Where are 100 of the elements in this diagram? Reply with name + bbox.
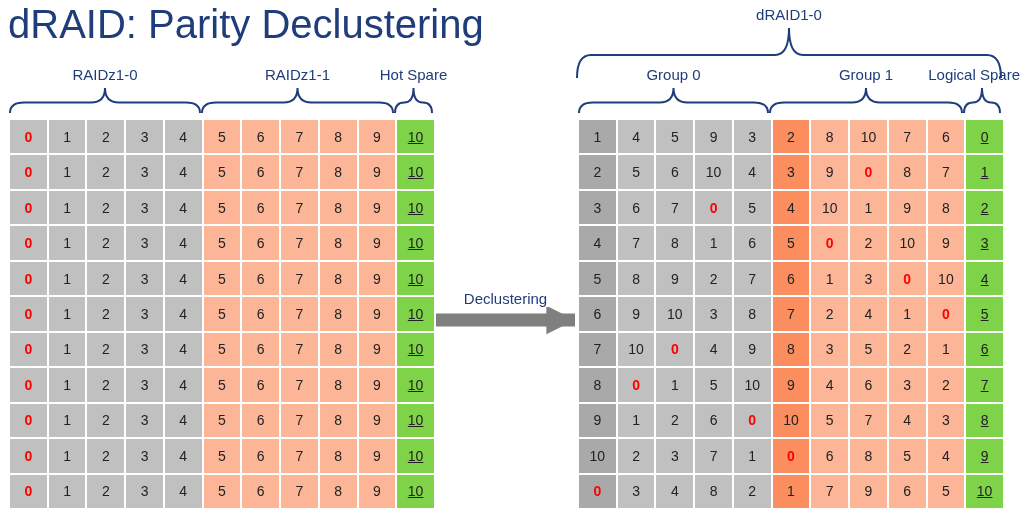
group-label: Group 1 <box>838 66 894 83</box>
table-cell: 5 <box>772 226 810 260</box>
table-cell: 3 <box>772 155 810 189</box>
table-cell: 1 <box>966 155 1003 189</box>
group-label: Logical Spare <box>928 66 1020 83</box>
table-cell: 10 <box>772 403 810 438</box>
table-cell: 9 <box>358 439 396 473</box>
table-cell: 8 <box>319 439 357 473</box>
table-cell: 7 <box>966 368 1003 402</box>
table-cell: 2 <box>733 474 771 508</box>
table-cell: 10 <box>397 190 434 225</box>
table-cell: 6 <box>242 403 280 438</box>
table-cell: 8 <box>319 226 357 260</box>
table-cell: 4 <box>888 403 926 438</box>
table-cell: 3 <box>695 297 732 331</box>
table-cell: 0 <box>10 226 47 260</box>
table-cell: 9 <box>358 332 396 367</box>
table-cell: 5 <box>888 439 926 473</box>
table-cell: 2 <box>850 226 887 260</box>
table-cell: 5 <box>203 155 241 189</box>
table-cell: 6 <box>927 120 965 154</box>
table-cell: 8 <box>319 474 357 508</box>
table-cell: 1 <box>48 403 86 438</box>
group-label: RAIDz1-1 <box>265 66 330 83</box>
table-cell: 10 <box>397 120 434 154</box>
group-label: Hot Spare <box>379 66 448 83</box>
table-cell: 9 <box>358 474 396 508</box>
table-cell: 0 <box>811 226 849 260</box>
table-cell: 5 <box>203 190 241 225</box>
table-cell: 2 <box>811 297 849 331</box>
table-cell: 4 <box>164 297 202 331</box>
table-cell: 7 <box>927 155 965 189</box>
table-cell: 3 <box>850 261 887 296</box>
table-cell: 3 <box>126 261 163 296</box>
table-cell: 0 <box>617 368 655 402</box>
table-cell: 5 <box>203 403 241 438</box>
table-cell: 0 <box>10 297 47 331</box>
table-cell: 3 <box>888 368 926 402</box>
table-cell: 5 <box>579 261 616 296</box>
table-cell: 0 <box>10 332 47 367</box>
table-cell: 6 <box>656 155 694 189</box>
table-cell: 6 <box>242 474 280 508</box>
table-cell: 0 <box>10 190 47 225</box>
table-cell: 2 <box>87 474 125 508</box>
table-cell: 6 <box>242 332 280 367</box>
table-cell: 7 <box>281 474 318 508</box>
group-label: dRAID1-0 <box>756 6 822 23</box>
table-cell: 6 <box>242 368 280 402</box>
table-cell: 7 <box>281 261 318 296</box>
group-label: RAIDz1-0 <box>72 66 138 83</box>
table-cell: 1 <box>811 261 849 296</box>
table-cell: 8 <box>811 120 849 154</box>
table-cell: 9 <box>358 190 396 225</box>
table-cell: 6 <box>695 403 732 438</box>
table-cell: 9 <box>966 439 1003 473</box>
table-cell: 8 <box>927 190 965 225</box>
table-cell: 9 <box>358 226 396 260</box>
table-cell: 2 <box>87 226 125 260</box>
table-cell: 10 <box>397 474 434 508</box>
table-cell: 2 <box>695 261 732 296</box>
table-cell: 10 <box>397 368 434 402</box>
table-cell: 4 <box>927 439 965 473</box>
table-cell: 4 <box>164 226 202 260</box>
table-cell: 4 <box>164 403 202 438</box>
table-cell: 9 <box>733 332 771 367</box>
table-cell: 7 <box>695 439 732 473</box>
table-cell: 10 <box>811 190 849 225</box>
table-cell: 0 <box>927 297 965 331</box>
table-cell: 0 <box>850 155 887 189</box>
table-cell: 6 <box>242 120 280 154</box>
table-cell: 0 <box>579 474 616 508</box>
table-cell: 5 <box>927 474 965 508</box>
table-cell: 0 <box>772 439 810 473</box>
table-cell: 4 <box>164 261 202 296</box>
table-cell: 3 <box>656 439 694 473</box>
table-cell: 9 <box>358 120 396 154</box>
table-cell: 3 <box>126 439 163 473</box>
table-cell: 8 <box>772 332 810 367</box>
table-cell: 7 <box>733 261 771 296</box>
table-cell: 6 <box>242 155 280 189</box>
table-cell: 1 <box>48 120 86 154</box>
table-cell: 7 <box>281 120 318 154</box>
table-cell: 7 <box>281 332 318 367</box>
table-cell: 7 <box>888 120 926 154</box>
table-cell: 10 <box>397 261 434 296</box>
table-cell: 5 <box>203 368 241 402</box>
table-cell: 1 <box>48 439 86 473</box>
table-cell: 7 <box>281 190 318 225</box>
table-cell: 3 <box>126 190 163 225</box>
table-cell: 6 <box>242 297 280 331</box>
table-cell: 4 <box>695 332 732 367</box>
table-cell: 10 <box>927 261 965 296</box>
table-cell: 8 <box>695 474 732 508</box>
table-cell: 5 <box>203 474 241 508</box>
table-cell: 0 <box>10 439 47 473</box>
table-cell: 4 <box>617 120 655 154</box>
table-cell: 5 <box>203 120 241 154</box>
table-cell: 6 <box>733 226 771 260</box>
table-cell: 7 <box>772 297 810 331</box>
table-cell: 8 <box>319 120 357 154</box>
